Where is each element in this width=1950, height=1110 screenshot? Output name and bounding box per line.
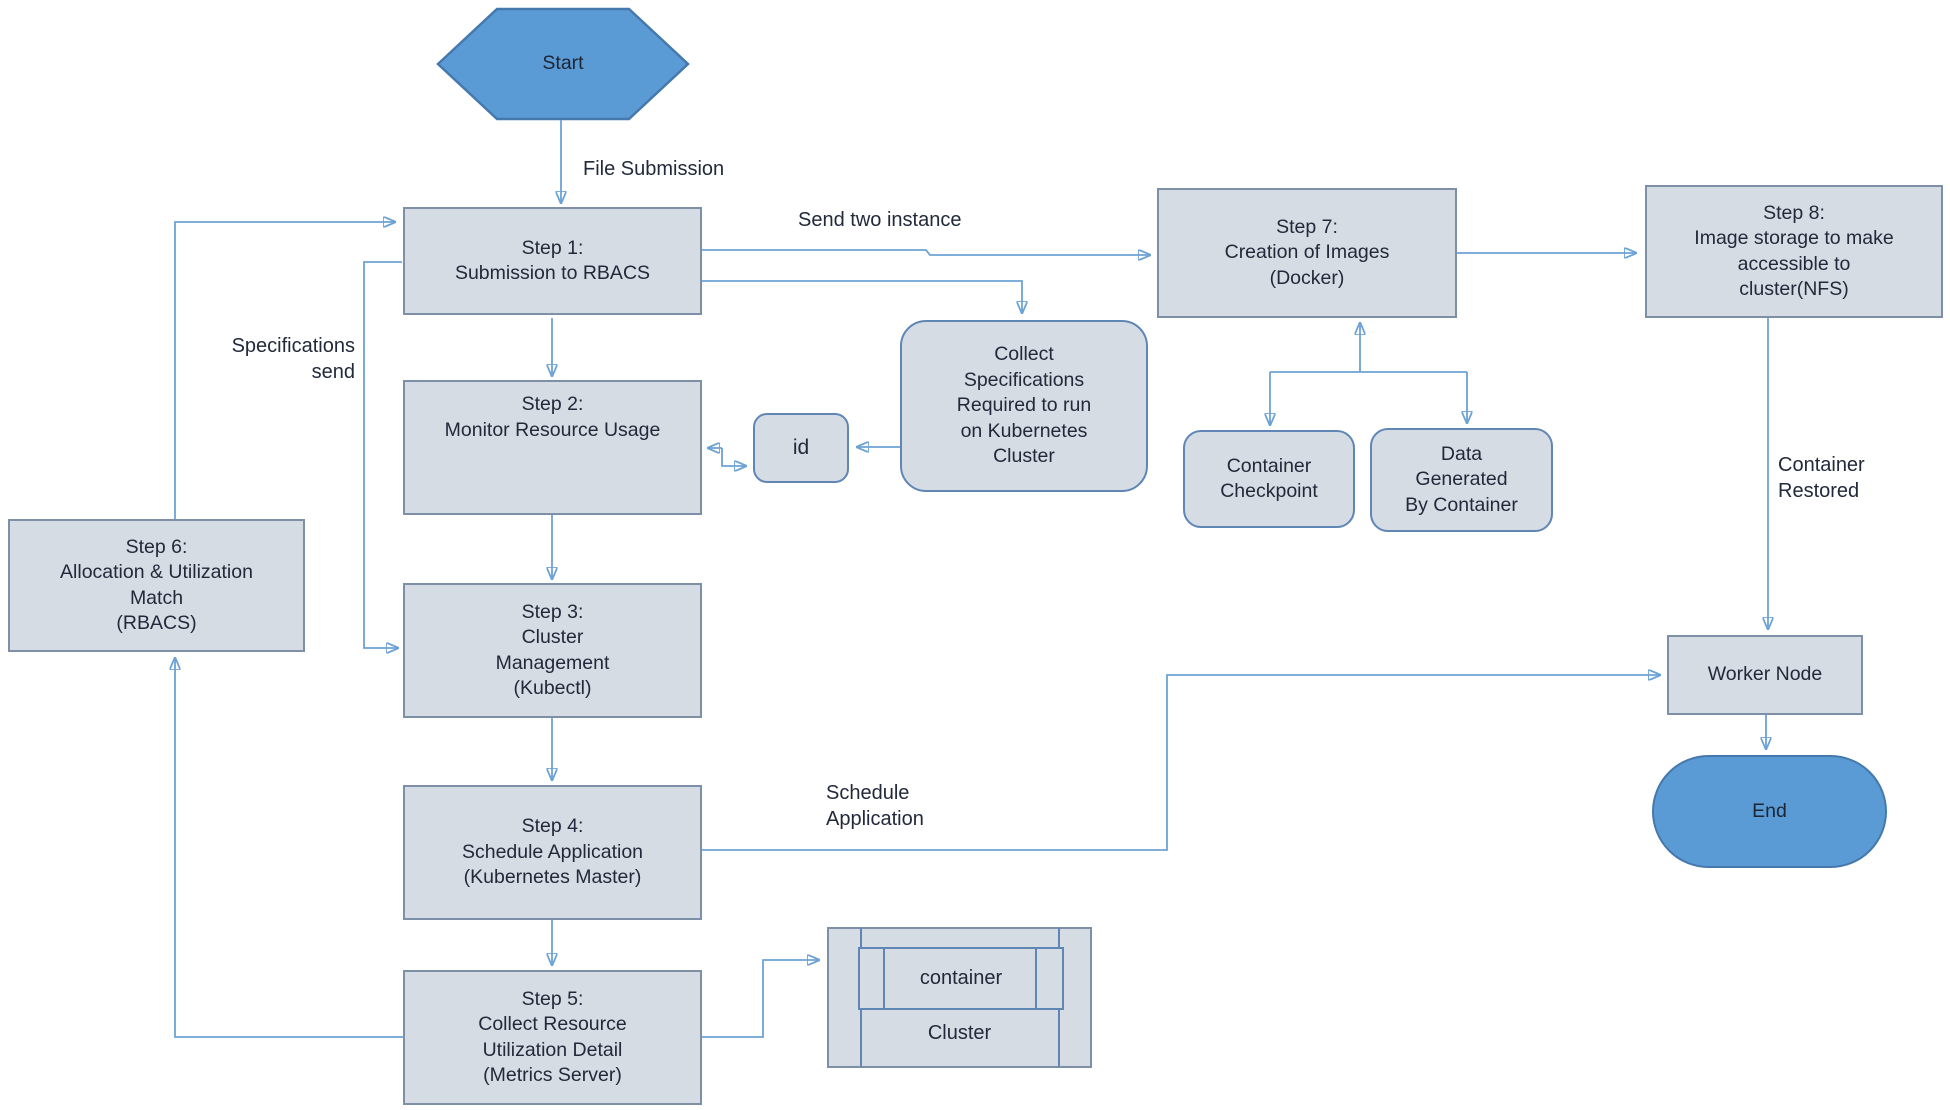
edge-step6-step1 xyxy=(174,222,394,519)
step2-node: Step 2: Monitor Resource Usage xyxy=(403,380,702,515)
collect-specs-node: Collect Specifications Required to run o… xyxy=(900,320,1148,492)
container-left-divider xyxy=(883,948,885,1009)
id-node: id xyxy=(753,413,849,483)
cluster-group: container Cluster xyxy=(827,927,1092,1068)
edge-step1-step3 xyxy=(363,261,402,648)
data-generated-node: Data Generated By Container xyxy=(1370,428,1553,532)
cluster-label: Cluster xyxy=(927,1022,992,1044)
step5-node: Step 5: Collect Resource Utilization Det… xyxy=(403,970,702,1105)
start-shape xyxy=(436,7,690,121)
worker-node: Worker Node xyxy=(1667,635,1863,715)
container-checkpoint-node: Container Checkpoint xyxy=(1183,430,1355,528)
edge-step2-id xyxy=(721,448,745,466)
edge-label-file-submission: File Submission xyxy=(583,158,725,180)
step1-node: Step 1: Submission to RBACS xyxy=(403,207,702,315)
step7-node: Step 7: Creation of Images (Docker) xyxy=(1157,188,1457,318)
start-node: Start xyxy=(542,52,584,75)
step4-node: Step 4: Schedule Application (Kubernetes… xyxy=(403,785,702,920)
edge-step1-step7 xyxy=(702,249,1149,255)
step3-node: Step 3: Cluster Management (Kubectl) xyxy=(403,583,702,718)
end-node: End xyxy=(1652,755,1887,868)
edge-label-container-restored: Container Restored xyxy=(1778,454,1865,502)
edge-step5-step6 xyxy=(175,659,403,1038)
edge-step4-worker xyxy=(702,675,1659,851)
step6-node: Step 6: Allocation & Utilization Match (… xyxy=(8,519,305,652)
edge-label-specifications-send: Specifications send xyxy=(231,335,355,383)
edge-step1-collect xyxy=(702,280,1022,312)
container-right-divider xyxy=(1035,948,1037,1009)
edge-step5-cluster xyxy=(702,960,818,1038)
container-label: container xyxy=(919,967,1003,989)
container-node: container xyxy=(858,947,1064,1010)
edge-label-send-two-instance: Send two instance xyxy=(798,209,962,231)
edge-label-schedule-application: Schedule Application xyxy=(826,782,924,830)
step8-node: Step 8: Image storage to make accessible… xyxy=(1645,185,1943,318)
